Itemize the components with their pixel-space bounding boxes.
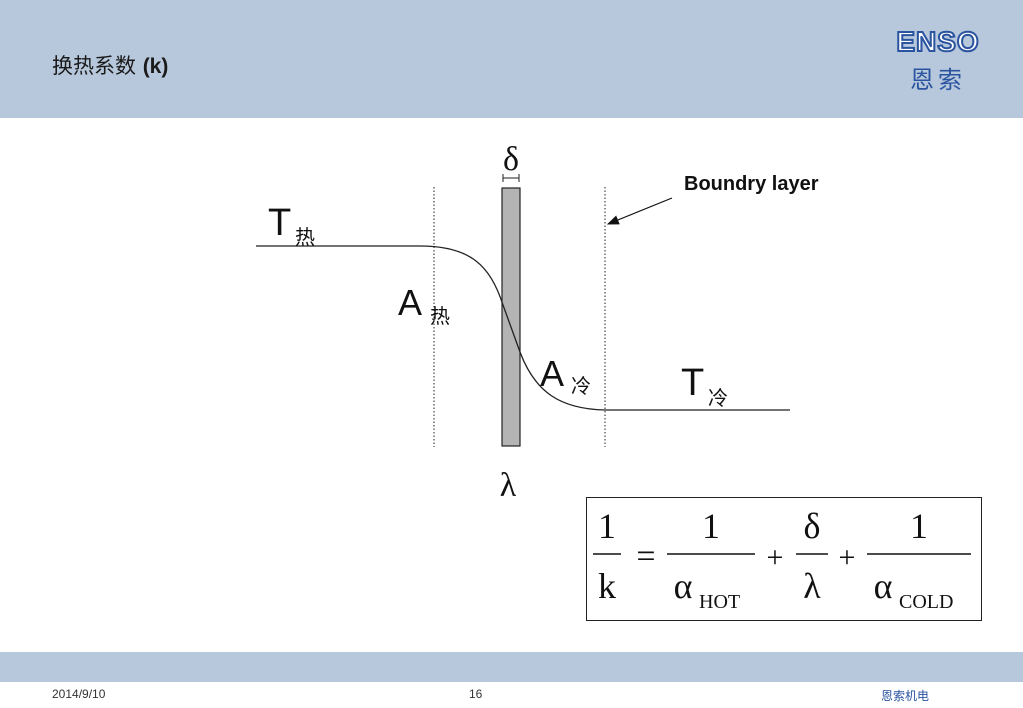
t-hot-main: T xyxy=(268,202,291,244)
formula-box: 1 k = 1 α HOT + δ λ + 1 α COLD xyxy=(586,497,982,621)
logo-latin-text: ENSO xyxy=(895,25,980,58)
wall xyxy=(501,187,521,447)
logo-chinese-text: 恩索 xyxy=(910,66,966,94)
lambda-symbol: λ xyxy=(500,467,517,504)
a-hot-sub: 热 xyxy=(430,304,450,328)
temperature-curve xyxy=(256,245,790,411)
page-title-text: 换热系数 xyxy=(52,54,136,78)
footer-company: 恩索机电 xyxy=(881,689,930,703)
lhs-numerator: 1 xyxy=(598,506,616,546)
page-title: 换热系数 (k) xyxy=(52,50,168,80)
term2-delta: δ xyxy=(804,506,821,546)
t-cold-sub: 冷 xyxy=(708,386,728,410)
term1-numerator: 1 xyxy=(702,506,720,546)
delta-symbol: δ xyxy=(503,141,519,178)
boundary-layer-label: Boundry layer xyxy=(684,173,819,195)
plus-sign-2: + xyxy=(839,541,856,574)
footer-band xyxy=(0,652,1023,682)
a-hot-main: A xyxy=(398,282,422,323)
boundary-layer-arrow xyxy=(606,197,673,225)
a-cold-main: A xyxy=(540,353,564,394)
header-band: 换热系数 (k) ENSO 恩索 xyxy=(0,0,1023,118)
term1-alpha: α xyxy=(674,566,693,606)
heat-transfer-formula: 1 k = 1 α HOT + δ λ + 1 α COLD xyxy=(593,506,971,613)
footer-page-number: 16 xyxy=(469,687,483,701)
term3-alpha: α xyxy=(874,566,893,606)
term3-numerator: 1 xyxy=(910,506,928,546)
lhs-denominator: k xyxy=(598,566,616,606)
term2-lambda: λ xyxy=(803,566,821,606)
page-title-symbol: (k) xyxy=(142,55,169,78)
t-cold-main: T xyxy=(681,362,704,404)
term3-subscript: COLD xyxy=(899,591,953,613)
a-cold-sub: 冷 xyxy=(571,374,591,398)
plus-sign-1: + xyxy=(767,541,784,574)
t-hot-sub: 热 xyxy=(295,225,315,249)
footer-date: 2014/9/10 xyxy=(52,687,106,701)
term1-subscript: HOT xyxy=(699,591,740,613)
equals-sign: = xyxy=(636,538,655,575)
enso-logo: ENSO 恩索 xyxy=(890,25,986,94)
